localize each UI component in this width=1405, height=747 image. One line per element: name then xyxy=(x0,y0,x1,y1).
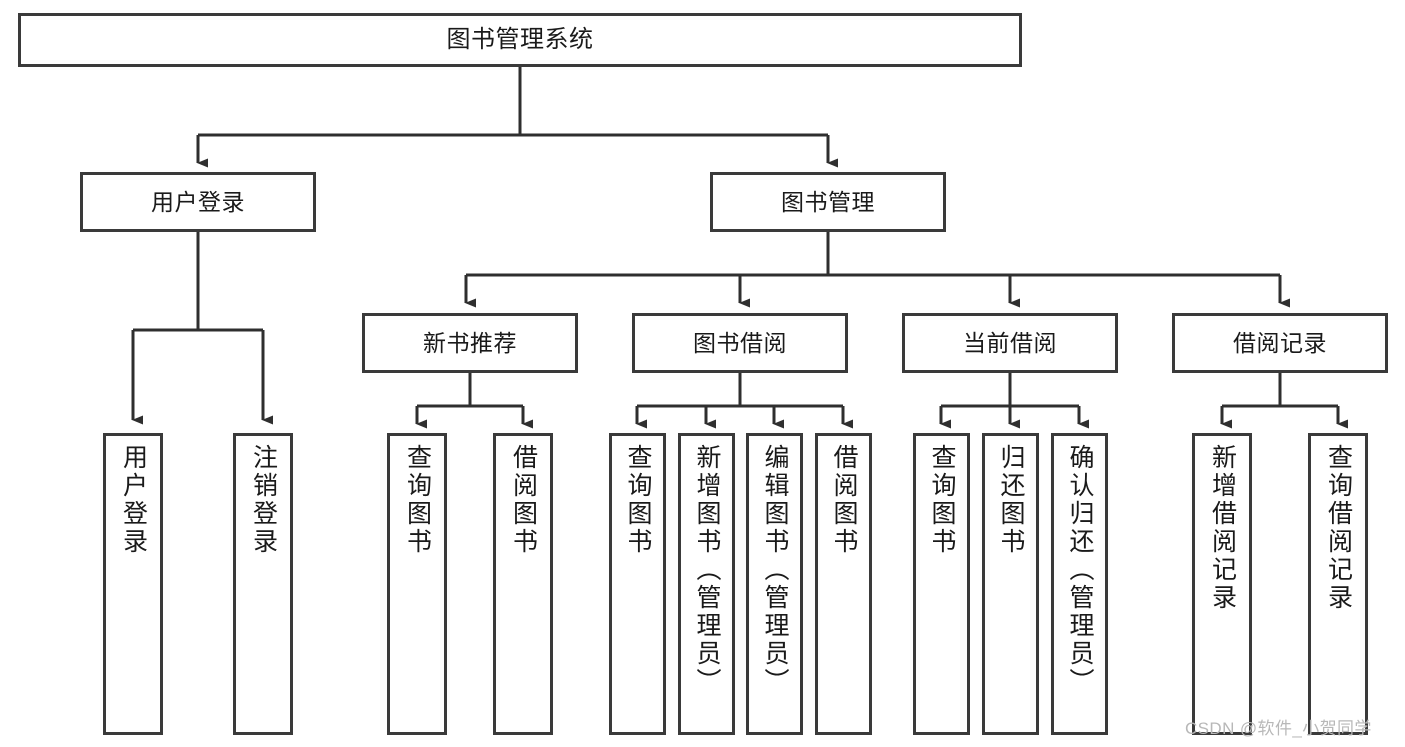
leaf-current-confirm-return[interactable]: 确认归还（管理员） xyxy=(1051,433,1108,735)
node-label: 查询图书 xyxy=(403,444,432,556)
node-label: 新增借阅记录 xyxy=(1208,444,1237,612)
node-new-book-recommendation[interactable]: 新书推荐 xyxy=(362,313,578,373)
node-label: 图书管理系统 xyxy=(446,26,594,54)
node-label: 注销登录 xyxy=(249,444,278,556)
node-label: 借阅图书 xyxy=(830,444,858,556)
node-label: 当前借阅 xyxy=(963,329,1057,356)
leaf-borrow-query-book[interactable]: 查询图书 xyxy=(609,433,666,735)
node-label: 用户登录 xyxy=(151,188,245,215)
node-borrow-record[interactable]: 借阅记录 xyxy=(1172,313,1388,373)
leaf-borrow-add-book[interactable]: 新增图书（管理员） xyxy=(678,433,735,735)
node-label: 查询图书 xyxy=(928,444,956,556)
leaf-current-query-book[interactable]: 查询图书 xyxy=(913,433,970,735)
csdn-watermark: CSDN @软件_小贺同学 xyxy=(1185,719,1372,738)
node-label: 确认归还（管理员） xyxy=(1066,444,1094,696)
node-label: 新书推荐 xyxy=(423,329,517,356)
leaf-record-query-record[interactable]: 查询借阅记录 xyxy=(1308,433,1368,735)
node-label: 查询图书 xyxy=(624,444,652,556)
node-label: 借阅图书 xyxy=(509,444,538,556)
node-user-login[interactable]: 用户登录 xyxy=(80,172,316,232)
leaf-record-add-record[interactable]: 新增借阅记录 xyxy=(1192,433,1252,735)
node-book-management[interactable]: 图书管理 xyxy=(710,172,946,232)
node-label: 图书借阅 xyxy=(693,329,787,356)
leaf-recommend-borrow-book[interactable]: 借阅图书 xyxy=(493,433,553,735)
node-label: 借阅记录 xyxy=(1233,329,1327,356)
node-label: 查询借阅记录 xyxy=(1324,444,1353,612)
leaf-borrow-borrow-book[interactable]: 借阅图书 xyxy=(815,433,872,735)
node-label: 归还图书 xyxy=(997,444,1025,556)
leaf-borrow-edit-book[interactable]: 编辑图书（管理员） xyxy=(746,433,803,735)
node-root-system[interactable]: 图书管理系统 xyxy=(18,13,1022,67)
node-book-borrowing[interactable]: 图书借阅 xyxy=(632,313,848,373)
node-label: 编辑图书（管理员） xyxy=(761,444,789,696)
node-label: 用户登录 xyxy=(119,444,148,556)
leaf-logout[interactable]: 注销登录 xyxy=(233,433,293,735)
leaf-recommend-query-book[interactable]: 查询图书 xyxy=(387,433,447,735)
node-label: 新增图书（管理员） xyxy=(693,444,721,696)
node-current-borrowing[interactable]: 当前借阅 xyxy=(902,313,1118,373)
leaf-user-login[interactable]: 用户登录 xyxy=(103,433,163,735)
leaf-current-return-book[interactable]: 归还图书 xyxy=(982,433,1039,735)
node-label: 图书管理 xyxy=(781,188,875,215)
